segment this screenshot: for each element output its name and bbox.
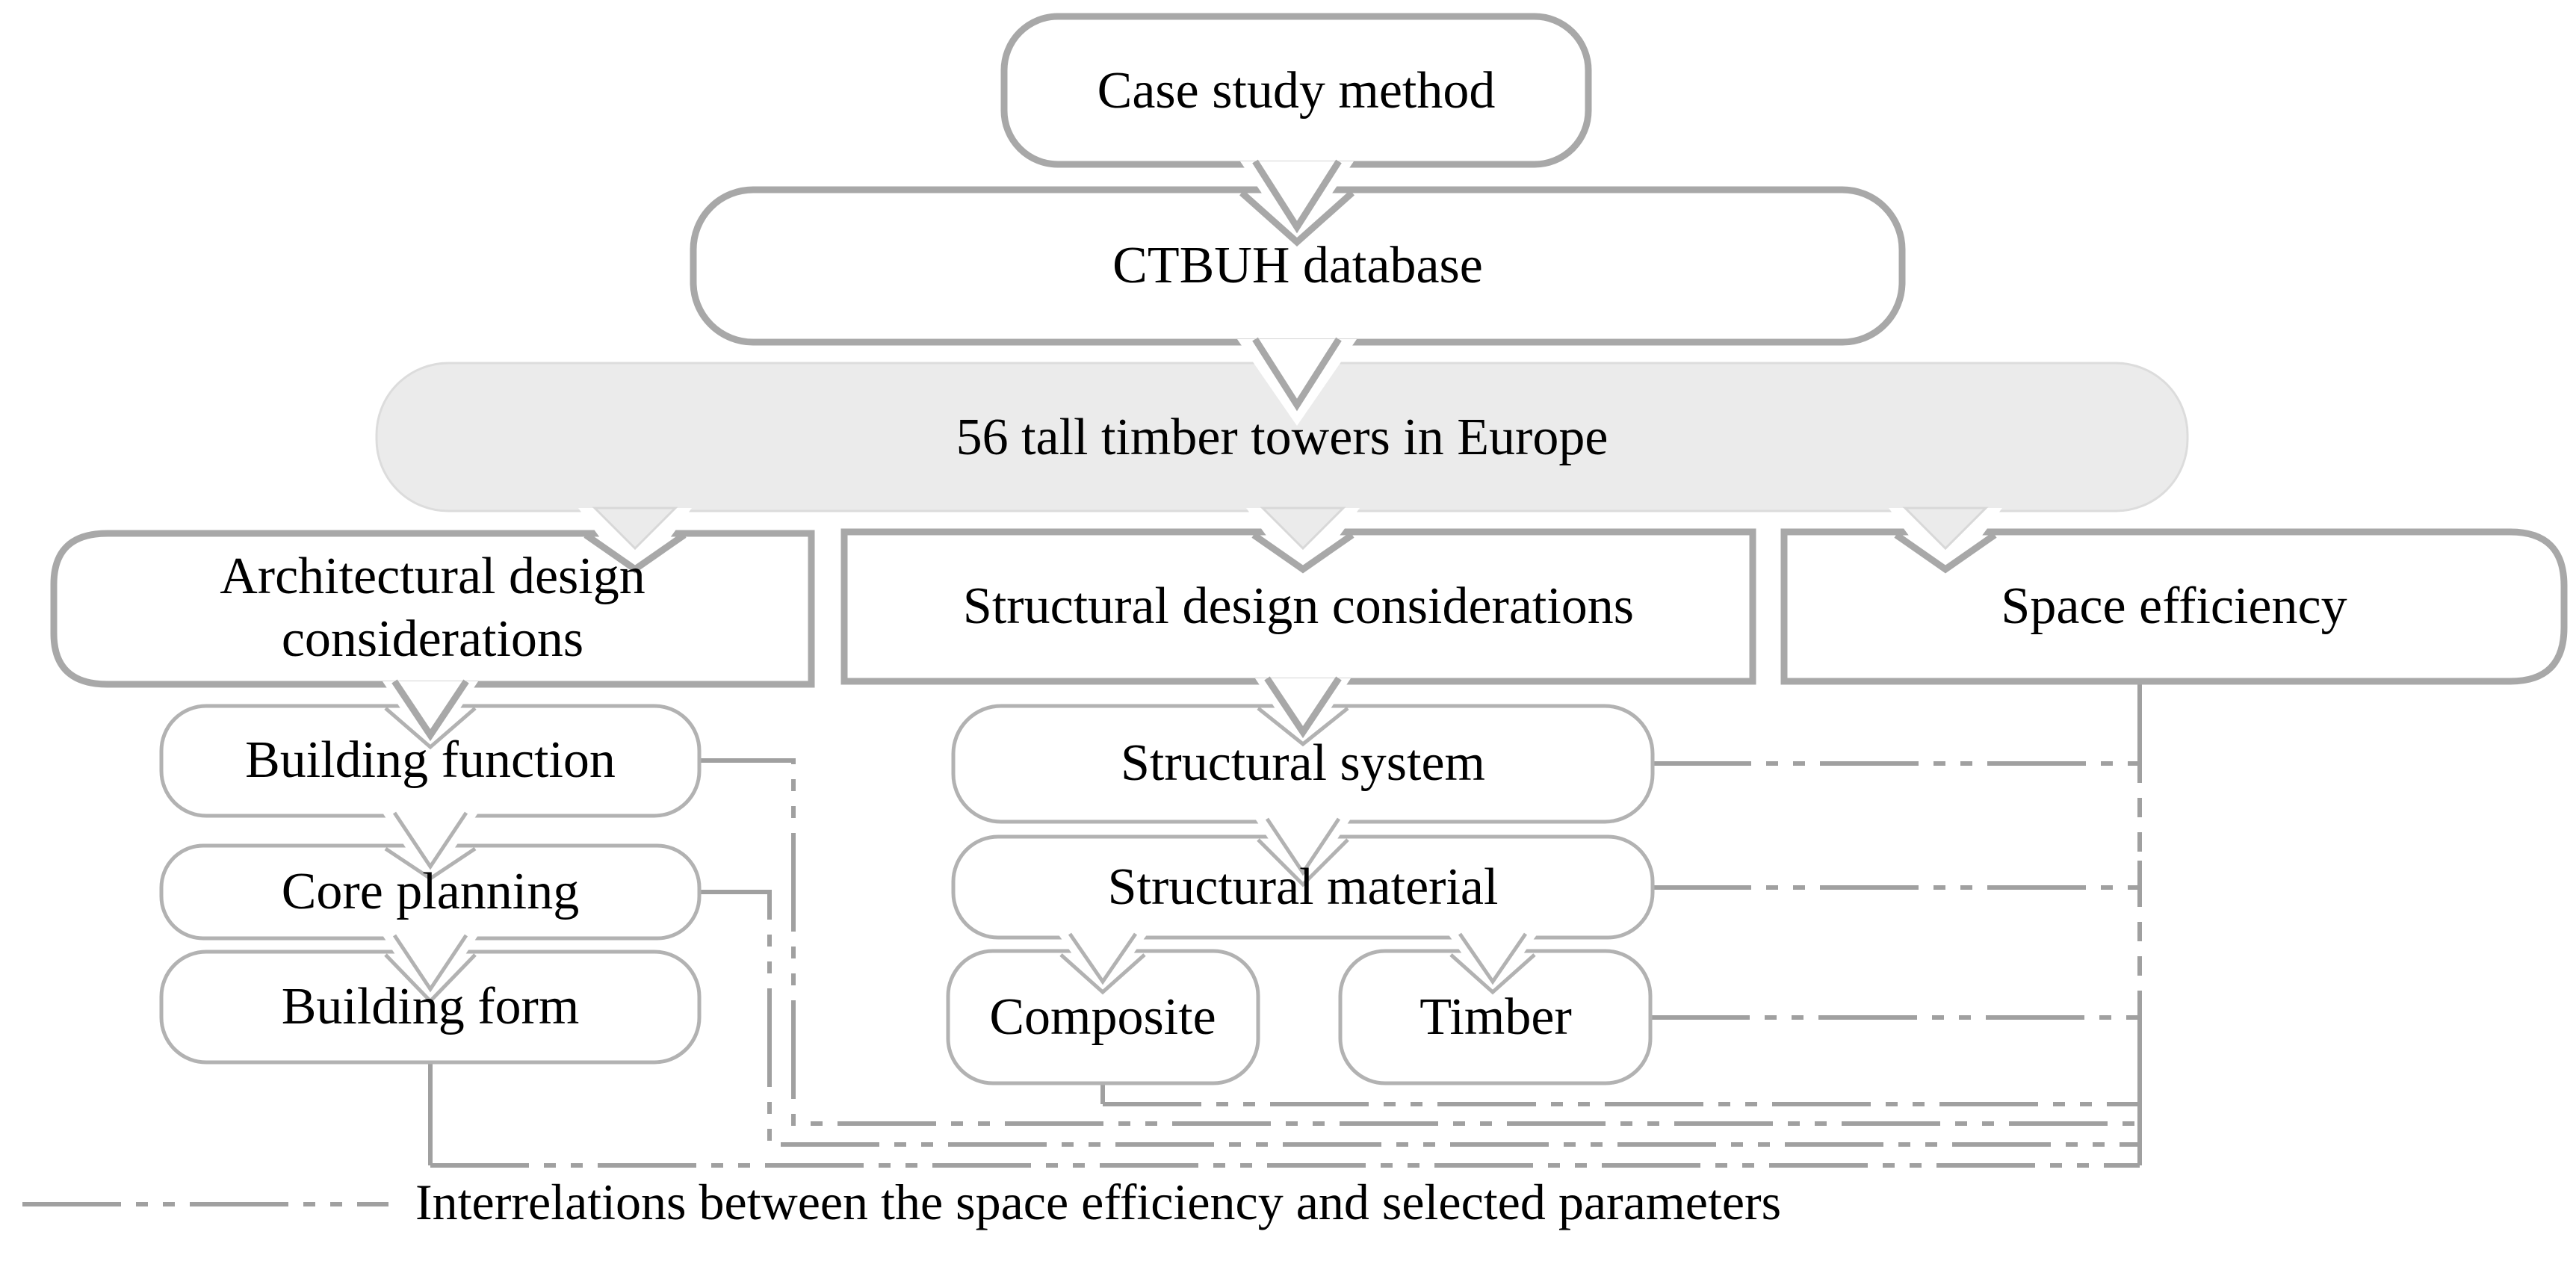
node-building-form: Building form (281, 977, 580, 1036)
node-structural-design: Structural design considerations (962, 577, 1635, 636)
space-efficiency-box-shape (1780, 528, 2568, 685)
tail-v (1458, 932, 1528, 985)
node-ctbuh-database: CTBUH database (1112, 236, 1483, 295)
towers-tail-right (1902, 507, 1989, 551)
main-tails-group (391, 159, 1997, 742)
notch-v (1257, 707, 1349, 747)
notch-v (1257, 838, 1349, 887)
tail-v (1265, 817, 1341, 876)
node-structural-material: Structural material (1107, 858, 1499, 917)
node-space-efficiency: Space efficiency (2001, 577, 2347, 636)
tail-v (1252, 159, 1342, 234)
notch-v (1894, 532, 1997, 574)
architectural-box-shape (50, 530, 815, 688)
tail-v (391, 679, 469, 742)
towers-tail-left (592, 507, 678, 551)
notch-v (1449, 953, 1536, 995)
notch-v (1059, 953, 1146, 995)
tail-v (392, 811, 468, 870)
connector-building-function (699, 758, 2140, 1126)
tail-v (392, 934, 468, 993)
sub-tails-group (384, 707, 1536, 1004)
node-case-study: Case study method (1097, 61, 1496, 120)
towers-tail-center (1260, 507, 1346, 551)
tail-v (1264, 676, 1342, 739)
main-boxes-group (50, 13, 2568, 688)
notch-v (583, 532, 687, 574)
node-core-planning: Core planning (281, 862, 580, 921)
node-timber: Timber (1419, 987, 1572, 1046)
node-building-function: Building function (245, 731, 616, 790)
connector-lines-group (22, 681, 2142, 1206)
notch-v (1251, 532, 1354, 574)
connector-core-planning (699, 890, 2140, 1147)
tail-v (1252, 337, 1342, 412)
tail-v (1068, 932, 1138, 985)
notch-v (384, 707, 477, 750)
node-structural-system: Structural system (1121, 734, 1485, 793)
notch-v (1239, 190, 1354, 247)
node-architectural-design: Architectural design considerations (220, 547, 645, 668)
notch-v (384, 953, 477, 1004)
node-towers: 56 tall timber towers in Europe (956, 407, 1609, 466)
node-composite: Composite (989, 987, 1216, 1046)
notch-v (384, 846, 477, 882)
legend-label: Interrelations between the space efficie… (415, 1175, 1782, 1231)
gray-tails-group (592, 507, 1989, 551)
